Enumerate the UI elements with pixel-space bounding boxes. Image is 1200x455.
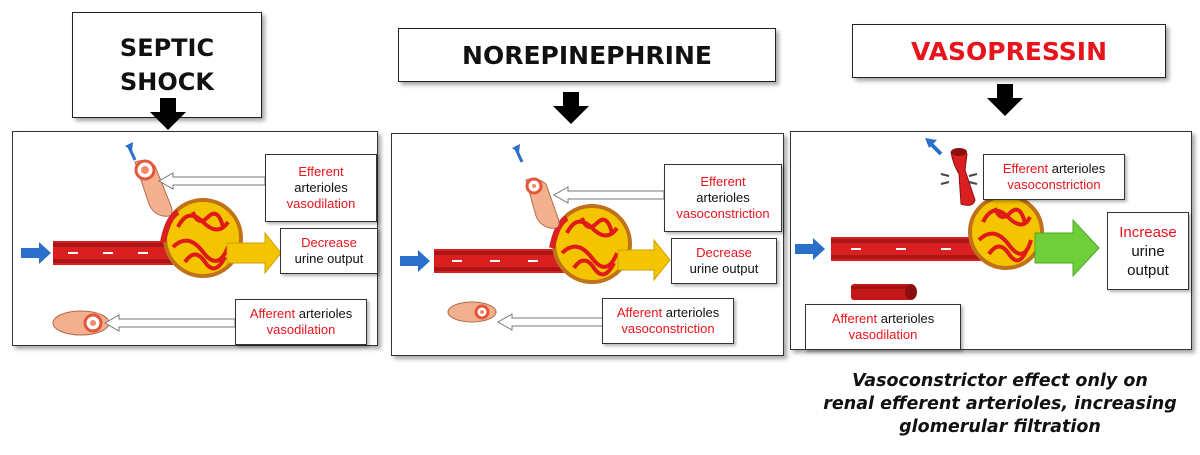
title-septic-line2: SHOCK	[120, 68, 214, 96]
pointer-arrow-icon	[157, 172, 266, 190]
panel-vasopressin: Efferent arterioles vasoconstriction Inc…	[790, 131, 1192, 350]
increase-output-arrow-icon	[1034, 218, 1100, 278]
pointer-arrow-icon	[496, 313, 605, 331]
effect-word: vasoconstriction	[621, 321, 715, 336]
kidney-diagram	[795, 138, 1100, 300]
output-change: Increase	[1119, 223, 1177, 241]
caption-line: renal efferent arterioles, increasing	[823, 394, 1177, 414]
effect-word: vasodilation	[848, 327, 918, 342]
output-change: Decrease	[301, 235, 357, 250]
blood-flow-arrow-icon	[400, 250, 430, 272]
efferent-word: Efferent	[298, 164, 344, 179]
output-text: urine output	[689, 261, 759, 276]
dilated-afferent-arteriole-icon	[851, 284, 917, 300]
outward-arrow-icon	[125, 142, 137, 161]
dilated-afferent-arteriole-icon	[52, 310, 110, 336]
afferent-word: Afferent	[831, 311, 878, 326]
arterioles-word: arterioles	[294, 180, 348, 195]
afferent-word: Afferent	[616, 305, 663, 320]
arterioles-word: arterioles	[696, 190, 750, 205]
effect-word: vasoconstriction	[676, 206, 770, 221]
efferent-label: Efferent arterioles vasoconstriction	[664, 164, 782, 232]
afferent-label: Afferent arterioles vasodilation	[805, 304, 961, 350]
decrease-output-arrow-icon	[617, 238, 671, 282]
efferent-label: Efferent arterioles vasoconstriction	[983, 154, 1125, 200]
urine-output-label: Decrease urine output	[671, 238, 777, 284]
renal-artery-icon	[53, 241, 183, 265]
renal-artery-icon	[434, 249, 574, 273]
decrease-output-arrow-icon	[226, 231, 282, 275]
glomerulus-icon	[160, 198, 243, 278]
urine-output-label: Increase urine output	[1107, 212, 1189, 290]
effect-word: vasoconstriction	[1007, 177, 1101, 192]
effect-word: vasodilation	[266, 322, 336, 337]
vasopressin-caption: Vasoconstrictor effect only on renal eff…	[800, 370, 1200, 439]
panel-norepinephrine: Efferent arterioles vasoconstriction Dec…	[391, 133, 784, 356]
caption-line: Vasoconstrictor effect only on	[852, 371, 1148, 391]
outward-arrow-icon	[925, 138, 943, 156]
title-norepinephrine-text: NOREPINEPHRINE	[462, 40, 712, 70]
output-text: output	[1127, 261, 1169, 279]
down-arrow-icon	[150, 98, 186, 130]
arterioles-word: arterioles	[295, 306, 353, 321]
glomerulus-icon	[549, 204, 632, 284]
blood-flow-arrow-icon	[21, 242, 51, 264]
afferent-line1: Afferent arterioles	[603, 305, 733, 321]
outward-arrow-icon	[512, 144, 524, 163]
title-septic-line1: SEPTIC	[119, 34, 215, 62]
down-arrow-icon	[987, 84, 1023, 116]
constricted-efferent-arteriole-icon	[525, 177, 560, 229]
glomerulus-icon	[968, 194, 1044, 270]
arterioles-word: arterioles	[1048, 161, 1106, 176]
kidney-diagram	[21, 142, 282, 336]
constricted-afferent-arteriole-icon	[447, 301, 497, 323]
pointer-arrow-icon	[552, 186, 665, 204]
title-norepinephrine: NOREPINEPHRINE	[398, 28, 776, 82]
afferent-label: Afferent arterioles vasoconstriction	[602, 298, 734, 344]
down-arrows	[150, 84, 1023, 130]
afferent-line1: Afferent arterioles	[236, 306, 366, 322]
caption-line: glomerular filtration	[899, 417, 1101, 437]
panel-septic-shock: Efferent arterioles vasodilation Decreas…	[12, 131, 378, 346]
kidney-diagram	[400, 144, 671, 331]
efferent-line1: Efferent arterioles	[984, 161, 1124, 177]
arterioles-word: arterioles	[662, 305, 720, 320]
title-vasopressin: VASOPRESSIN	[852, 24, 1166, 78]
down-arrow-icon	[553, 92, 589, 124]
afferent-label: Afferent arterioles vasodilation	[235, 299, 367, 345]
output-text: urine output	[294, 251, 364, 266]
renal-artery-icon	[831, 237, 991, 261]
afferent-word: Afferent	[249, 306, 296, 321]
effect-word: vasodilation	[286, 196, 356, 211]
title-vasopressin-text: VASOPRESSIN	[910, 36, 1108, 66]
blood-flow-arrow-icon	[795, 238, 825, 260]
pointer-arrow-icon	[103, 314, 236, 332]
efferent-word: Efferent	[1002, 161, 1049, 176]
efferent-label: Efferent arterioles vasodilation	[265, 154, 377, 222]
urine-output-label: Decrease urine output	[280, 228, 378, 274]
arterioles-word: arterioles	[877, 311, 935, 326]
output-text: urine	[1131, 242, 1165, 260]
output-change: Decrease	[696, 245, 752, 260]
afferent-line1: Afferent arterioles	[806, 311, 960, 327]
efferent-word: Efferent	[700, 174, 746, 189]
dilated-efferent-arteriole-icon	[134, 159, 173, 217]
constricted-efferent-arteriole-icon	[940, 148, 978, 206]
